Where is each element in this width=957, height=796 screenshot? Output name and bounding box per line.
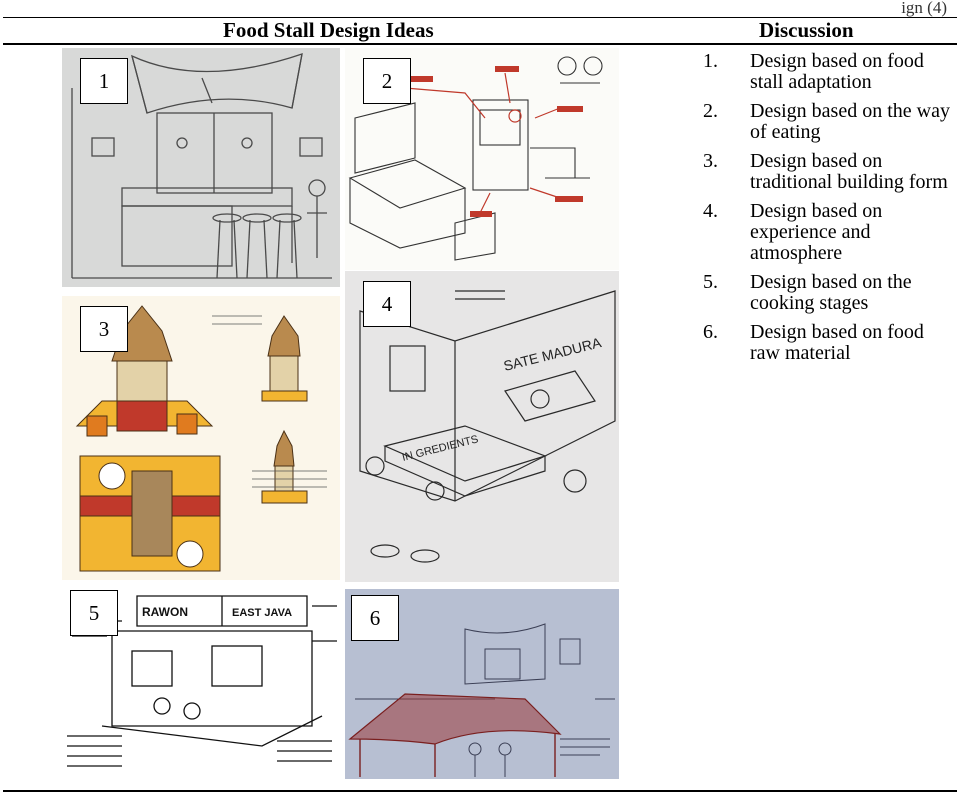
list-item-text: Design based on food stall adaptation xyxy=(750,50,924,93)
list-item: 4. Design based on experience and atmosph… xyxy=(703,201,957,264)
list-item-text: Design based on traditional building for… xyxy=(750,150,948,193)
discussion-list: 1.Design based on food stall adaptation … xyxy=(703,51,957,372)
sketch-6-drawing xyxy=(348,623,615,777)
list-item: 1. Design based on food stall adaptation xyxy=(703,51,957,93)
panel-number-2: 2 xyxy=(363,58,411,104)
sketch-5-drawing: RAWON EAST JAVA xyxy=(67,595,337,767)
list-item-text: Design based on the cooking stages xyxy=(750,271,912,314)
sketch-4-counter-label: IN GREDIENTS xyxy=(401,433,480,464)
list-item-number: 3. xyxy=(703,150,718,172)
list-item-number: 4. xyxy=(703,200,718,222)
sketch-2-drawing xyxy=(348,56,603,261)
list-item-text: Design based on the way of eating xyxy=(750,100,950,143)
sketch-5-sign-right: EAST JAVA xyxy=(232,607,292,619)
sketch-1-drawing xyxy=(71,53,332,279)
panel-number-5: 5 xyxy=(70,590,118,636)
sketch-image-3: 3 xyxy=(62,296,340,580)
table-bottom-rule xyxy=(3,790,957,792)
column-header-design-ideas: Food Stall Design Ideas xyxy=(223,18,434,42)
sketch-image-6: 6 xyxy=(345,589,619,779)
sketch-image-2: 2 xyxy=(345,48,619,270)
sketch-image-4: SATE MADURA IN GREDIENTS 4 xyxy=(345,271,619,582)
caption-fragment: ign (4) xyxy=(901,0,947,17)
list-item: 2. Design based on the way of eating xyxy=(703,101,957,143)
panel-number-3: 3 xyxy=(80,306,128,352)
sketch-4-sign: SATE MADURA xyxy=(502,334,604,374)
list-item-number: 1. xyxy=(703,50,718,72)
list-item: 3. Design based on traditional building f… xyxy=(703,151,957,193)
column-header-discussion: Discussion xyxy=(759,18,854,42)
list-item-text: Design based on food raw material xyxy=(750,321,924,364)
panel-number-4: 4 xyxy=(363,281,411,327)
list-item-text: Design based on experience and atmospher… xyxy=(750,200,883,264)
panel-number-1: 1 xyxy=(80,58,128,104)
list-item-number: 6. xyxy=(703,321,718,343)
list-item: 5. Design based on the cooking stages xyxy=(703,272,957,314)
panel-number-6: 6 xyxy=(351,595,399,641)
table-top-rule xyxy=(3,17,957,18)
sketch-4-drawing: SATE MADURA IN GREDIENTS xyxy=(359,290,616,563)
list-item-number: 2. xyxy=(703,100,718,122)
sketch-image-5: RAWON EAST JAVA 5 xyxy=(62,586,340,786)
sketch-3-drawing xyxy=(75,305,327,572)
sketch-5-sign-left: RAWON xyxy=(142,605,188,619)
sketch-image-1: 1 xyxy=(62,48,340,287)
list-item: 6. Design based on food raw material xyxy=(703,322,957,364)
list-item-number: 5. xyxy=(703,271,718,293)
header-rule xyxy=(3,43,957,45)
